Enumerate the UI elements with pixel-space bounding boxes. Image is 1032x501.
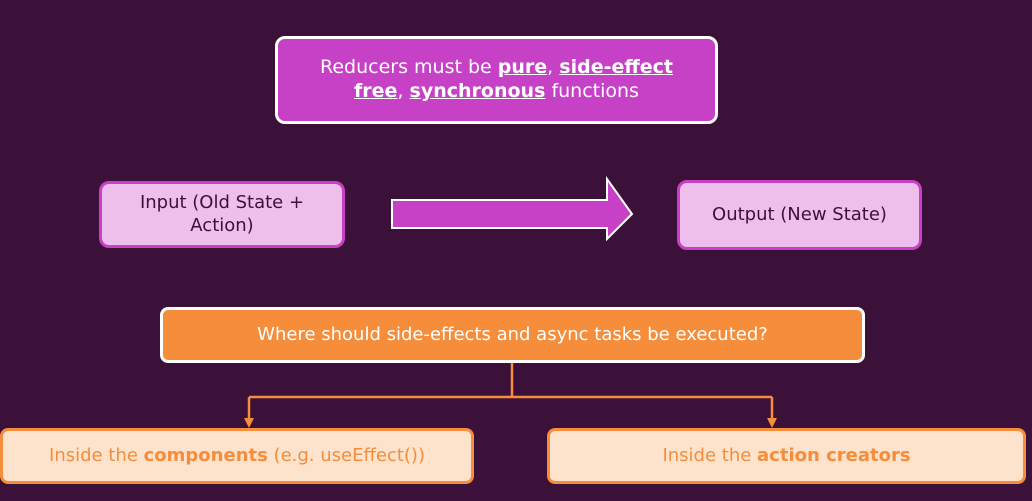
option-components-box: Inside the components (e.g. useEffect()) [0, 428, 474, 484]
question-box: Where should side-effects and async task… [160, 307, 865, 363]
components-keyword: components [143, 444, 268, 466]
option-components-text: Inside the components (e.g. useEffect()) [49, 444, 425, 466]
flow-arrow [391, 175, 634, 242]
reducer-rule-text: Reducers must be pure, side-effect free,… [320, 56, 673, 102]
input-label: Input (Old State + Action) [139, 192, 305, 236]
question-label: Where should side-effects and async task… [257, 323, 768, 345]
action-creators-keyword: action creators [757, 444, 911, 466]
tree-connector [247, 363, 774, 420]
output-label: Output (New State) [712, 203, 887, 225]
arrowhead-left [244, 418, 254, 428]
option-action-creators-box: Inside the action creators [547, 428, 1026, 484]
output-box: Output (New State) [677, 180, 922, 250]
arrowhead-right [767, 418, 777, 428]
reducer-rule-box: Reducers must be pure, side-effect free,… [275, 36, 718, 124]
option-action-creators-text: Inside the action creators [662, 444, 911, 466]
input-box: Input (Old State + Action) [99, 181, 345, 248]
side-effect-free-keyword: side-effect free [354, 56, 673, 102]
synchronous-keyword: synchronous [409, 80, 546, 102]
pure-keyword: pure [497, 56, 548, 79]
